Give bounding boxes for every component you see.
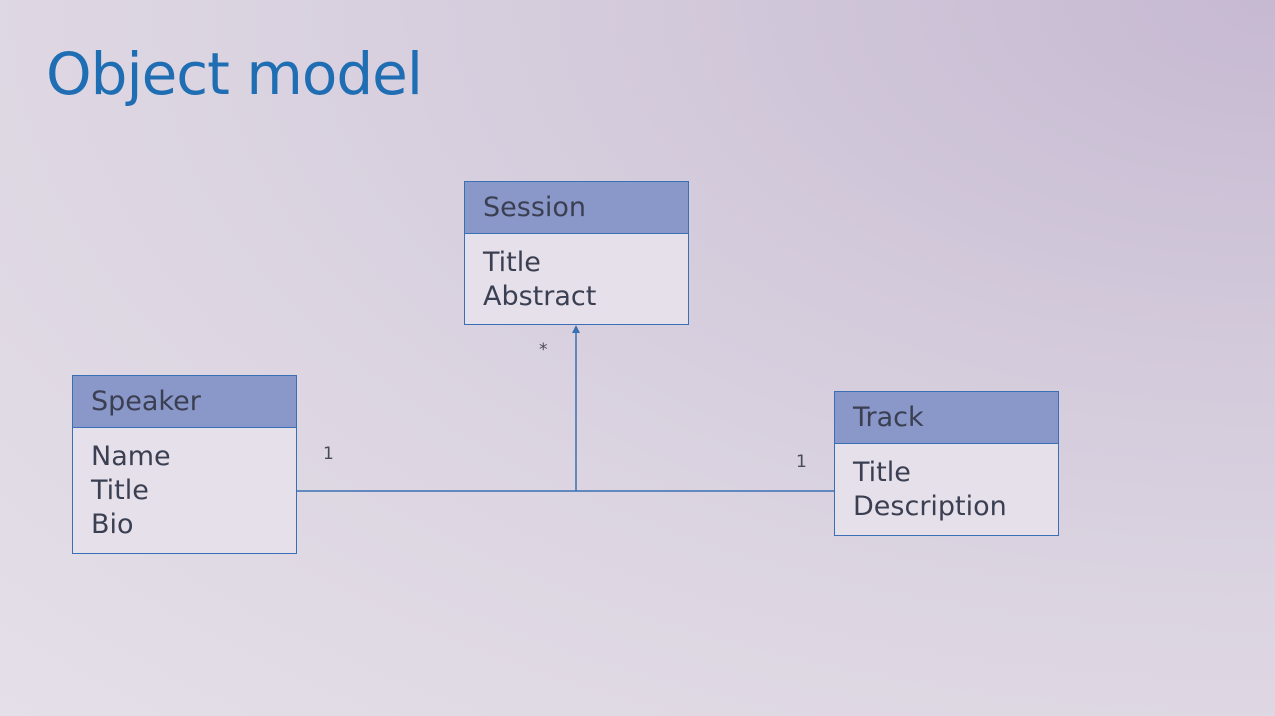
speaker-attributes: Name Title Bio: [73, 428, 296, 542]
speaker-attribute: Name: [91, 441, 171, 472]
speaker-attribute: Title: [91, 475, 149, 506]
track-attribute: Title: [853, 457, 911, 488]
session-multiplicity-label: *: [539, 340, 548, 360]
speaker-multiplicity-label: 1: [323, 444, 334, 464]
arrowhead-icon: [572, 325, 580, 333]
track-attribute: Description: [853, 491, 1007, 522]
session-attribute: Abstract: [483, 281, 597, 312]
track-class-box: Track Title Description: [834, 391, 1059, 536]
session-attribute: Title: [483, 247, 541, 278]
track-attributes: Title Description: [835, 444, 1058, 524]
track-class-name: Track: [835, 392, 1058, 444]
session-attributes: Title Abstract: [465, 234, 688, 314]
speaker-class-box: Speaker Name Title Bio: [72, 375, 297, 554]
track-multiplicity-label: 1: [796, 452, 807, 472]
session-class-box: Session Title Abstract: [464, 181, 689, 325]
session-class-name: Session: [465, 182, 688, 234]
speaker-class-name: Speaker: [73, 376, 296, 428]
slide-title: Object model: [46, 40, 423, 108]
speaker-attribute: Bio: [91, 509, 134, 540]
